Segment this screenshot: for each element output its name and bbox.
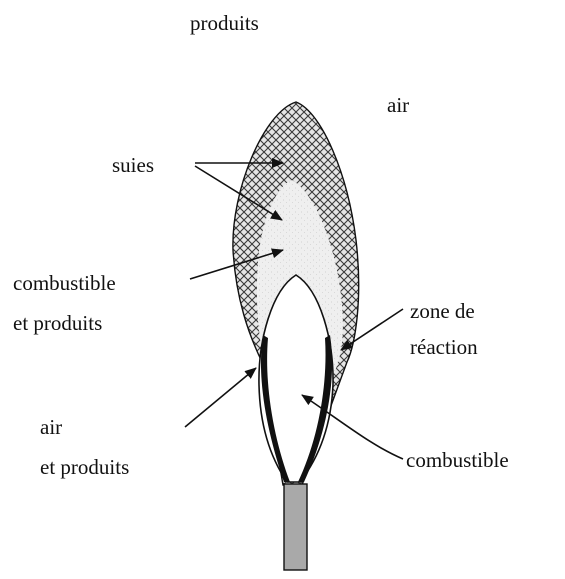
wick <box>284 484 307 570</box>
label-air-produits-line2: et produits <box>40 455 129 479</box>
label-combustible-produits-line1: combustible <box>13 271 116 295</box>
label-suies: suies <box>112 153 154 177</box>
label-combustible: combustible <box>406 448 509 472</box>
label-air-produits-line1: air <box>40 415 62 439</box>
label-zone-reaction-line2: réaction <box>410 335 478 359</box>
label-zone-reaction-line1: zone de <box>410 299 475 323</box>
label-combustible-produits-line2: et produits <box>13 311 102 335</box>
label-air-top: air <box>387 93 409 117</box>
air-produits-arrow <box>185 368 256 427</box>
label-produits: produits <box>190 11 259 35</box>
